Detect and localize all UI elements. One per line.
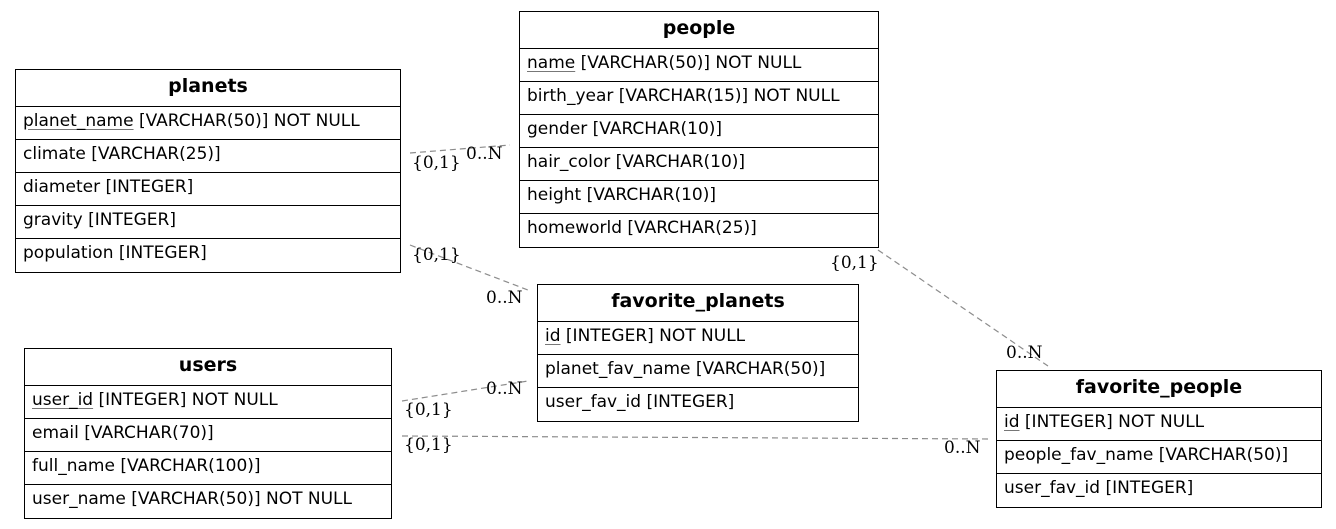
entity-people[interactable]: people name [VARCHAR(50)] NOT NULL birth… bbox=[519, 11, 879, 248]
attribute-row: hair_color [VARCHAR(10)] bbox=[520, 148, 878, 181]
primary-key-name: planet_name bbox=[23, 111, 134, 131]
edge-users-favorite-planets bbox=[401, 380, 529, 402]
attribute-row: user_fav_id [INTEGER] bbox=[545, 392, 735, 412]
attribute-row: birth_year [VARCHAR(15)] NOT NULL bbox=[520, 82, 878, 115]
entity-title: people bbox=[520, 12, 878, 49]
entity-title: planets bbox=[16, 70, 400, 107]
attribute-row: gravity [INTEGER] bbox=[16, 206, 400, 239]
card-users-favplanets-from: {0,1} bbox=[404, 400, 453, 420]
edge-planets-favorite-planets bbox=[409, 244, 529, 291]
entity-title: favorite_people bbox=[997, 371, 1321, 408]
card-planets-people-to: 0..N bbox=[466, 144, 503, 164]
attribute-row: id [INTEGER] NOT NULL bbox=[997, 408, 1321, 441]
attribute-row: height [VARCHAR(10)] bbox=[520, 181, 878, 214]
card-users-favpeople-from: {0,1} bbox=[404, 435, 453, 455]
entity-users[interactable]: users user_id [INTEGER] NOT NULL email [… bbox=[24, 348, 392, 519]
attribute-row: full_name [VARCHAR(100)] bbox=[25, 452, 391, 485]
attribute-row: user_id [INTEGER] NOT NULL bbox=[25, 386, 391, 419]
attribute-row: people_fav_name [VARCHAR(50)] bbox=[997, 441, 1321, 474]
entity-favorite-planets[interactable]: favorite_planets id [INTEGER] NOT NULL p… bbox=[537, 284, 859, 422]
attribute-row: id [INTEGER] NOT NULL bbox=[538, 322, 858, 355]
attribute-type: [INTEGER] NOT NULL bbox=[93, 390, 278, 410]
primary-key-name: id bbox=[1004, 412, 1020, 432]
entity-title: users bbox=[25, 349, 391, 386]
attribute-row: user_fav_id [INTEGER] bbox=[1004, 478, 1194, 498]
attribute-row: email [VARCHAR(70)] bbox=[25, 419, 391, 452]
attribute-type: [VARCHAR(50)] NOT NULL bbox=[133, 111, 360, 131]
attribute-type: [INTEGER] NOT NULL bbox=[1019, 412, 1205, 432]
primary-key-name: name bbox=[527, 53, 576, 73]
attribute-row: diameter [INTEGER] bbox=[16, 173, 400, 206]
attribute-row: planet_name [VARCHAR(50)] NOT NULL bbox=[16, 107, 400, 140]
edge-planets-people bbox=[409, 144, 511, 154]
attribute-row: name [VARCHAR(50)] NOT NULL bbox=[520, 49, 878, 82]
attribute-row: gender [VARCHAR(10)] bbox=[520, 115, 878, 148]
edge-people-favorite-people bbox=[877, 249, 1049, 367]
attribute-type: [INTEGER] NOT NULL bbox=[560, 326, 746, 346]
entity-favorite-people[interactable]: favorite_people id [INTEGER] NOT NULL pe… bbox=[996, 370, 1322, 508]
card-planets-favplanets-to: 0..N bbox=[486, 288, 523, 308]
edge-users-favorite-people bbox=[401, 435, 991, 440]
attribute-row: climate [VARCHAR(25)] bbox=[16, 140, 400, 173]
card-users-favpeople-to: 0..N bbox=[944, 438, 981, 458]
attribute-type: [VARCHAR(50)] NOT NULL bbox=[575, 53, 802, 73]
attribute-row: homeworld [VARCHAR(25)] bbox=[527, 218, 757, 238]
attribute-row: planet_fav_name [VARCHAR(50)] bbox=[538, 355, 858, 388]
entity-title: favorite_planets bbox=[538, 285, 858, 322]
card-planets-favplanets-from: {0,1} bbox=[412, 245, 461, 265]
primary-key-name: id bbox=[545, 326, 561, 346]
card-users-favplanets-to: 0..N bbox=[486, 379, 523, 399]
entity-planets[interactable]: planets planet_name [VARCHAR(50)] NOT NU… bbox=[15, 69, 401, 273]
card-people-favpeople-to: 0..N bbox=[1006, 343, 1043, 363]
attribute-row: user_name [VARCHAR(50)] NOT NULL bbox=[32, 489, 352, 509]
attribute-row: population [INTEGER] bbox=[23, 243, 207, 263]
card-people-favpeople-from: {0,1} bbox=[830, 253, 879, 273]
primary-key-name: user_id bbox=[32, 390, 94, 410]
card-planets-people-from: {0,1} bbox=[412, 153, 461, 173]
